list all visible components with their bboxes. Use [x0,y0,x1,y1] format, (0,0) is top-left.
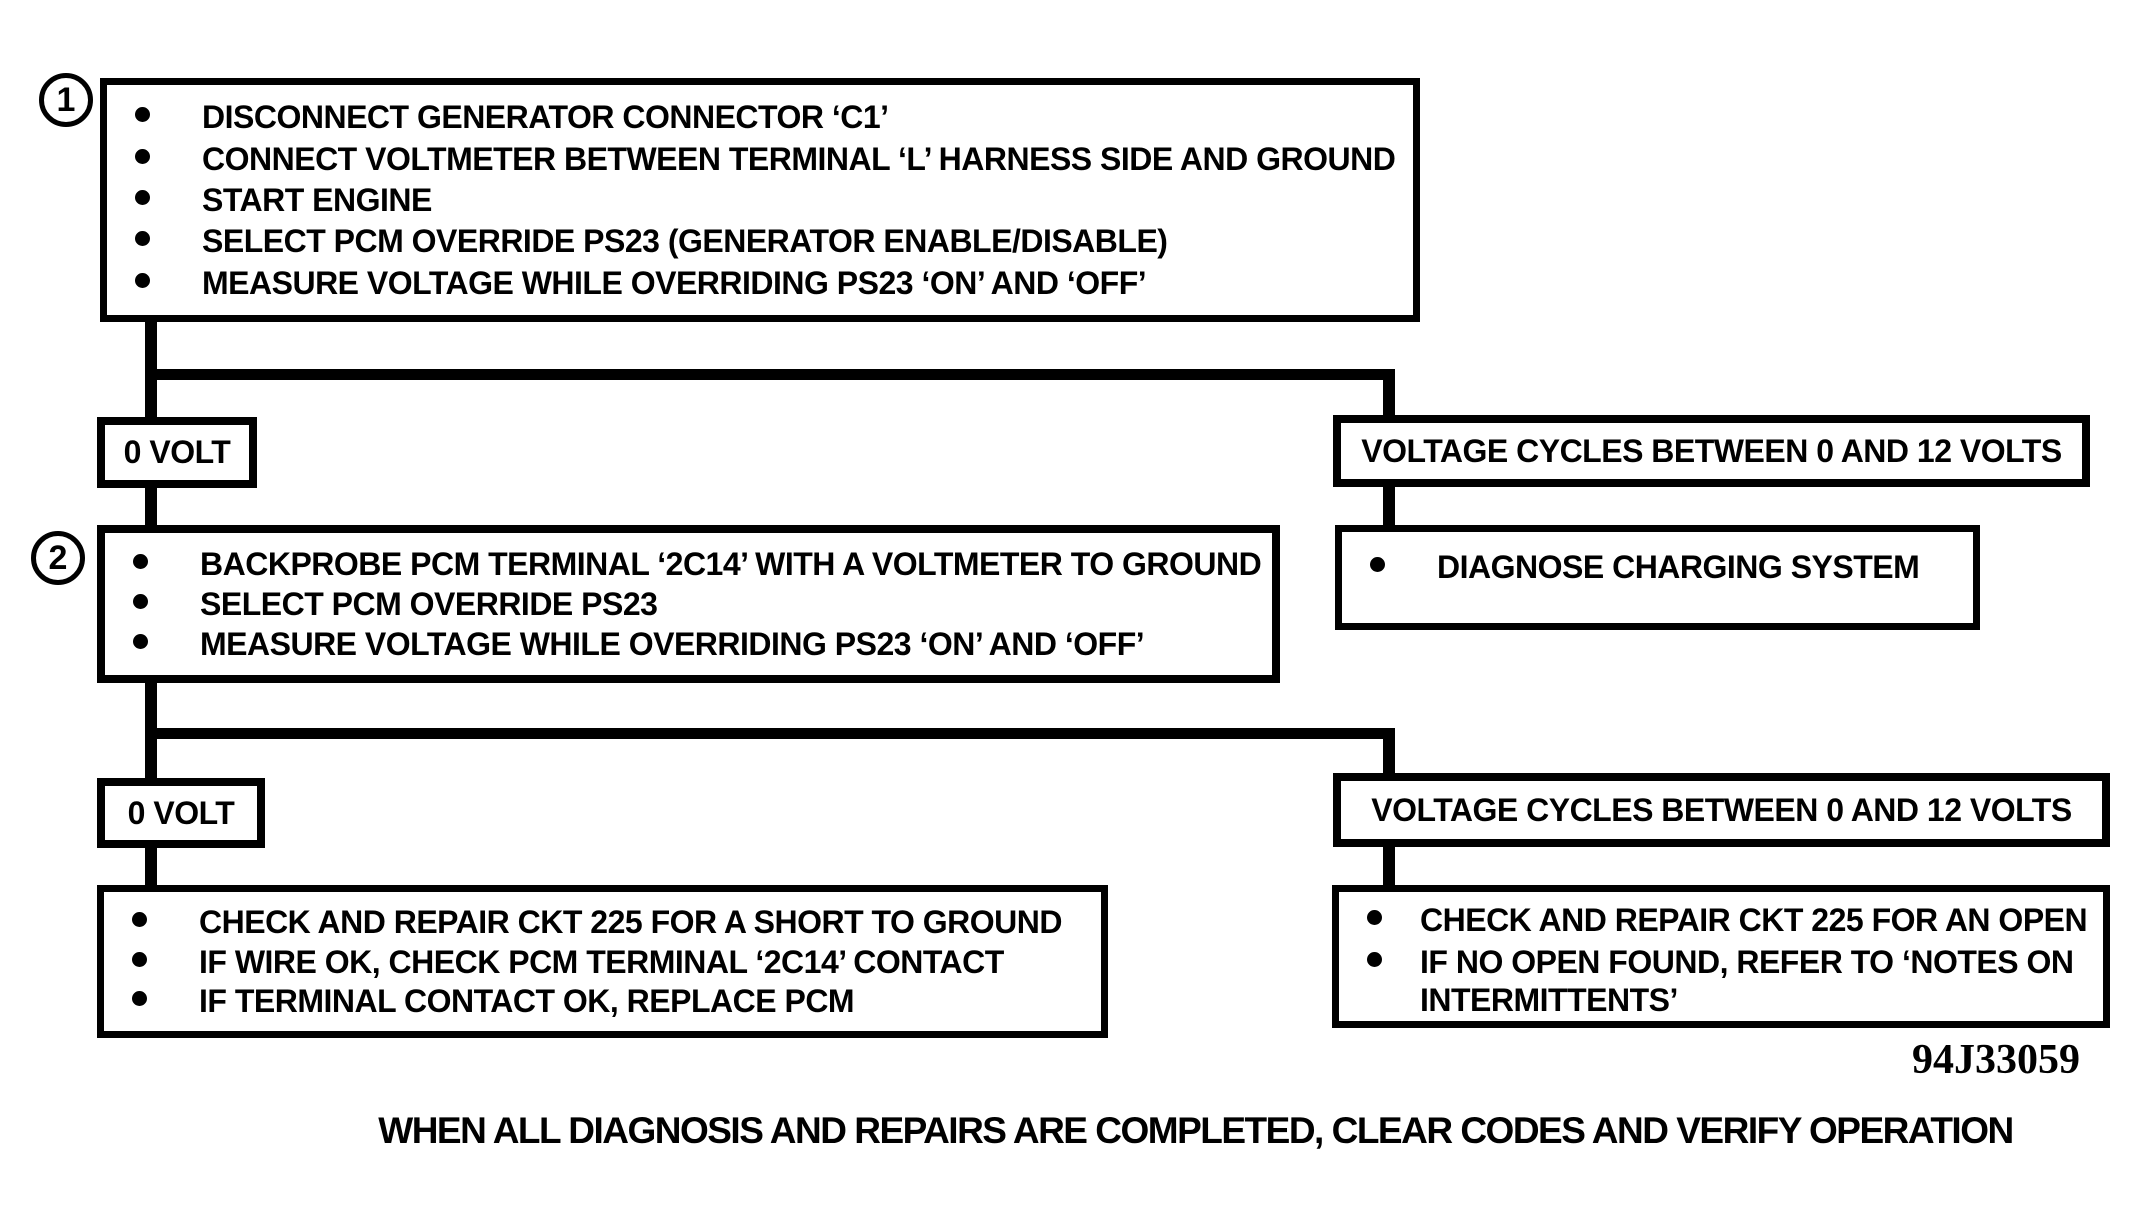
diagnose-item: DIAGNOSE CHARGING SYSTEM [1370,548,1965,586]
bullet-icon [135,272,150,288]
connector-branch2-horizontal [145,728,1395,739]
bullet-icon [135,189,150,205]
procedure-step-text: MEASURE VOLTAGE WHILE OVERRIDING PS23 ‘O… [202,264,1147,301]
bullet-icon [135,107,150,123]
repair-action-item: CHECK AND REPAIR CKT 225 FOR AN OPEN [1367,901,2095,939]
branch1-voltage-cycles-label: VOLTAGE CYCLES BETWEEN 0 AND 12 VOLTS [1361,432,2062,469]
step-2-badge: 2 [31,531,85,585]
step-1-procedure-box: DISCONNECT GENERATOR CONNECTOR ‘C1’ CONN… [100,78,1420,322]
connector-zerovolt1-down [145,486,157,527]
repair-action-item: CHECK AND REPAIR CKT 225 FOR A SHORT TO … [132,903,1093,941]
bullet-icon [133,634,148,649]
repair-action-text: IF WIRE OK, CHECK PCM TERMINAL ‘2C14’ CO… [199,943,1004,980]
procedure-step-item: SELECT PCM OVERRIDE PS23 (GENERATOR ENAB… [135,222,1405,260]
repair-action-text: CHECK AND REPAIR CKT 225 FOR AN OPEN [1420,902,2088,938]
repair-action-item: IF WIRE OK, CHECK PCM TERMINAL ‘2C14’ CO… [132,943,1093,981]
bullet-icon [135,148,150,164]
repair-short-result-box: CHECK AND REPAIR CKT 225 FOR A SHORT TO … [97,885,1108,1038]
procedure-step-text: SELECT PCM OVERRIDE PS23 (GENERATOR ENAB… [202,223,1168,260]
connector-step1-down [145,318,157,418]
step-2-procedure-box: BACKPROBE PCM TERMINAL ‘2C14’ WITH A VOL… [97,525,1280,683]
procedure-step-item: DISCONNECT GENERATOR CONNECTOR ‘C1’ [135,98,1405,136]
procedure-step-item: BACKPROBE PCM TERMINAL ‘2C14’ WITH A VOL… [133,545,1264,583]
branch2-voltage-cycles-box: VOLTAGE CYCLES BETWEEN 0 AND 12 VOLTS [1333,773,2110,847]
bullet-icon [1367,952,1382,967]
procedure-step-item: MEASURE VOLTAGE WHILE OVERRIDING PS23 ‘O… [135,264,1405,302]
connector-zerovolt2-down [145,846,157,887]
procedure-step-text: SELECT PCM OVERRIDE PS23 [200,586,658,622]
branch2-zero-volt-label: 0 VOLT [127,794,235,831]
bullet-icon [132,990,147,1006]
branch1-zero-volt-box: 0 VOLT [97,417,257,488]
bullet-icon [132,951,147,967]
bullet-icon [1367,910,1382,925]
step-2-badge-number: 2 [48,538,68,577]
step-1-badge-number: 1 [56,80,76,119]
procedure-step-text: START ENGINE [202,181,432,218]
procedure-step-item: START ENGINE [135,181,1405,219]
branch1-zero-volt-label: 0 VOLT [123,434,231,470]
connector-branch2-right-down [1383,728,1395,775]
figure-code: 94J33059 [1912,1037,2080,1083]
bullet-icon [133,554,148,569]
diagnose-item-text: DIAGNOSE CHARGING SYSTEM [1437,549,1920,585]
branch1-voltage-cycles-box: VOLTAGE CYCLES BETWEEN 0 AND 12 VOLTS [1333,415,2090,487]
footer-instruction: WHEN ALL DIAGNOSIS AND REPAIRS ARE COMPL… [378,1110,2014,1151]
step-1-badge: 1 [39,73,93,127]
procedure-step-text: BACKPROBE PCM TERMINAL ‘2C14’ WITH A VOL… [200,546,1262,582]
branch2-zero-volt-box: 0 VOLT [97,778,265,848]
procedure-step-text: DISCONNECT GENERATOR CONNECTOR ‘C1’ [202,99,889,136]
repair-action-text: IF NO OPEN FOUND, REFER TO ‘NOTES ON INT… [1420,944,2074,1018]
connector-branch1-right-down [1383,369,1395,417]
connector-branch1-horizontal [145,369,1395,380]
bullet-icon [1370,557,1385,572]
repair-action-text: CHECK AND REPAIR CKT 225 FOR A SHORT TO … [199,904,1062,941]
procedure-step-text: MEASURE VOLTAGE WHILE OVERRIDING PS23 ‘O… [200,626,1145,662]
connector-cycles2-down [1383,845,1395,887]
bullet-icon [135,231,150,247]
repair-action-item: IF NO OPEN FOUND, REFER TO ‘NOTES ON INT… [1367,943,2095,1019]
diagnose-charging-box: DIAGNOSE CHARGING SYSTEM [1335,525,1980,630]
repair-open-result-box: CHECK AND REPAIR CKT 225 FOR AN OPEN IF … [1332,885,2110,1028]
connector-cycles1-down [1383,485,1395,527]
repair-action-item: IF TERMINAL CONTACT OK, REPLACE PCM [132,982,1093,1020]
branch2-voltage-cycles-label: VOLTAGE CYCLES BETWEEN 0 AND 12 VOLTS [1371,791,2072,828]
procedure-step-item: SELECT PCM OVERRIDE PS23 [133,585,1264,623]
bullet-icon [132,912,147,928]
procedure-step-item: CONNECT VOLTMETER BETWEEN TERMINAL ‘L’ H… [135,140,1405,178]
procedure-step-item: MEASURE VOLTAGE WHILE OVERRIDING PS23 ‘O… [133,625,1264,663]
procedure-step-text: CONNECT VOLTMETER BETWEEN TERMINAL ‘L’ H… [202,140,1396,177]
repair-action-text: IF TERMINAL CONTACT OK, REPLACE PCM [199,982,855,1019]
bullet-icon [133,594,148,609]
